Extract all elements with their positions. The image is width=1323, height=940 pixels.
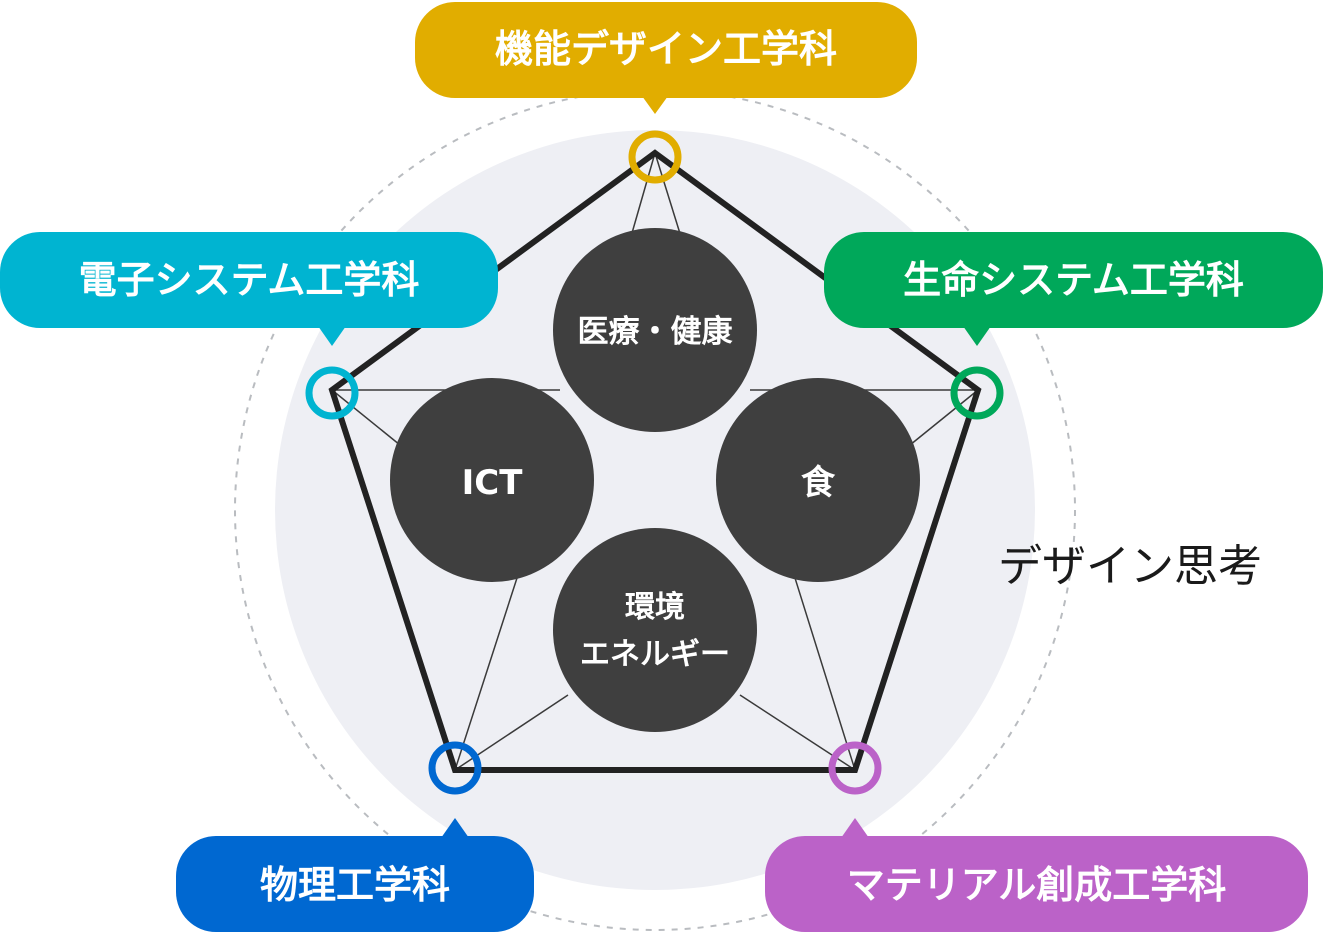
dept-label-physics: 物理工学科 [259,863,450,907]
bubble-right-body [824,232,1323,328]
connector-line [454,577,518,771]
theme-circle-medical [553,228,757,432]
vertex-ring-right [950,366,1004,420]
bubble-left-pointer [318,326,346,346]
theme-label-environment-line1: 環境 [625,590,685,625]
bubble-bottom-right [765,818,1308,932]
bubble-bottom-left-pointer [441,818,469,838]
bubble-top [415,2,917,114]
bubble-bottom-left [176,818,534,932]
bubble-bottom-right-body [765,836,1308,932]
pentagon-outline [328,149,982,773]
connector-line [331,389,401,446]
theme-circle-food [716,378,920,582]
bubble-right-pointer [963,326,991,346]
connector-line [909,389,979,446]
theme-label-food: 食 [801,463,836,503]
dept-label-mechanical-design: 機能デザイン工学科 [494,27,837,71]
bubble-left-body [0,232,498,328]
dept-label-materials: マテリアル創成工学科 [846,863,1227,907]
concept-label: デザイン思考 [998,541,1262,592]
vertex-ring-bottom-left [428,741,482,795]
dept-label-life-systems: 生命システム工学科 [903,258,1244,302]
theme-label-environment-line2: エネルギー [580,637,730,672]
theme-label-ict: ICT [462,463,524,503]
connector-line [629,152,656,241]
vertex-ring-left [305,366,359,420]
theme-circle-ict [390,378,594,582]
vertex-ring-bottom-right [828,741,882,795]
connector-line [654,152,683,241]
theme-circle-environment [553,528,757,732]
theme-label-medical: 医療・健康 [578,314,734,350]
bubble-bottom-right-pointer [841,818,869,838]
bubble-top-pointer [642,96,668,114]
bubble-top-body [415,2,917,98]
dept-label-electronic-systems: 電子システム工学科 [78,258,420,302]
bubble-left [0,232,498,346]
vertex-ring-top [628,130,682,184]
connector-line [794,577,856,771]
bubble-right [824,232,1323,346]
bubble-bottom-left-body [176,836,534,932]
